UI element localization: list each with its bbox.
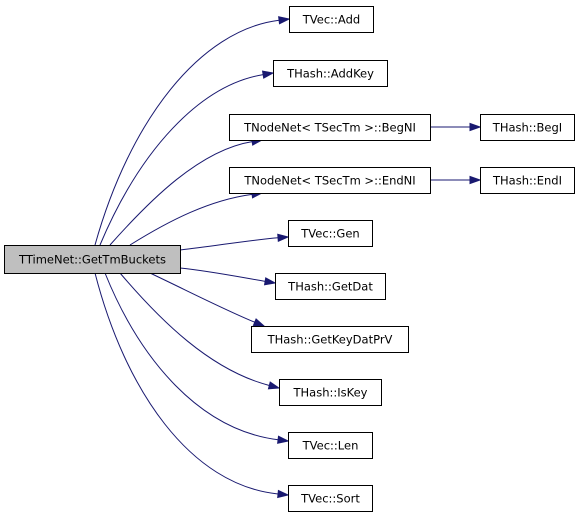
node-box — [251, 326, 409, 353]
node-label: THash::EndI — [492, 174, 562, 188]
node-box — [288, 220, 373, 247]
node-box — [275, 273, 386, 300]
arrowhead-hash_endi — [469, 175, 482, 185]
node-box — [288, 432, 373, 459]
node-hash_begi[interactable]: THash::BegI — [480, 114, 575, 141]
node-label: TVec::Add — [302, 13, 360, 27]
edge-root-to-hash_addkey — [99, 74, 264, 246]
arrowhead-hash_getkeydatprv — [252, 318, 266, 327]
node-label: THash::GetDat — [287, 280, 373, 294]
node-vec_gen[interactable]: TVec::Gen — [288, 220, 373, 247]
node-label: TTimeNet::GetTmBuckets — [18, 253, 166, 267]
edge-root-to-vec_sort — [94, 272, 279, 495]
arrowhead-hash_begi — [469, 122, 482, 132]
node-vec_len[interactable]: TVec::Len — [288, 432, 373, 459]
arrowhead-vec_add — [278, 16, 291, 25]
node-hash_addkey[interactable]: THash::AddKey — [273, 60, 388, 87]
node-label: TVec::Gen — [300, 227, 359, 241]
node-label: THash::GetKeyDatPrV — [267, 333, 393, 347]
arrowhead-hash_iskey — [267, 381, 281, 390]
edge-root-to-nodenet_begni — [109, 141, 253, 246]
edge-root-to-hash_getdat — [179, 267, 266, 282]
arrowhead-hash_addkey — [261, 70, 275, 79]
node-hash_getkeydatprv[interactable]: THash::GetKeyDatPrV — [251, 326, 409, 353]
node-hash_endi[interactable]: THash::EndI — [480, 167, 575, 194]
edge-root-to-vec_gen — [179, 237, 279, 251]
node-label: THash::BegI — [492, 121, 562, 135]
node-box — [288, 485, 373, 512]
node-box — [229, 167, 431, 194]
node-nodenet_begni[interactable]: TNodeNet< TSecTm >::BegNI — [229, 114, 431, 141]
node-label: THash::AddKey — [286, 67, 374, 81]
node-box — [279, 379, 382, 406]
node-label: THash::IsKey — [293, 386, 368, 400]
node-label: TNodeNet< TSecTm >::BegNI — [243, 121, 416, 135]
edge-root-to-hash_iskey — [119, 272, 270, 386]
node-box — [480, 167, 575, 194]
edge-root-to-nodenet_endni — [129, 193, 253, 246]
node-label: TVec::Sort — [300, 492, 360, 506]
node-label: TNodeNet< TSecTm >::EndNI — [243, 174, 415, 188]
edge-root-to-vec_add — [94, 19, 280, 246]
edge-root-to-hash_getkeydatprv — [149, 272, 255, 323]
arrowhead-vec_gen — [277, 233, 290, 243]
arrowhead-hash_getdat — [263, 277, 277, 286]
arrowhead-vec_len — [277, 435, 290, 444]
edge-root-to-vec_len — [104, 272, 279, 441]
arrowhead-vec_sort — [277, 489, 290, 499]
node-nodenet_endni[interactable]: TNodeNet< TSecTm >::EndNI — [229, 167, 431, 194]
node-box — [4, 245, 181, 274]
node-hash_iskey[interactable]: THash::IsKey — [279, 379, 382, 406]
call-nodes: TTimeNet::GetTmBuckets TVec::AddTHash::Ad… — [4, 6, 575, 512]
node-box — [229, 114, 431, 141]
node-box — [289, 6, 374, 33]
node-label: TVec::Len — [302, 439, 359, 453]
node-hash_getdat[interactable]: THash::GetDat — [275, 273, 386, 300]
node-box — [480, 114, 575, 141]
node-vec_add[interactable]: TVec::Add — [289, 6, 374, 33]
node-root[interactable]: TTimeNet::GetTmBuckets — [4, 245, 181, 274]
node-box — [273, 60, 388, 87]
node-vec_sort[interactable]: TVec::Sort — [288, 485, 373, 512]
